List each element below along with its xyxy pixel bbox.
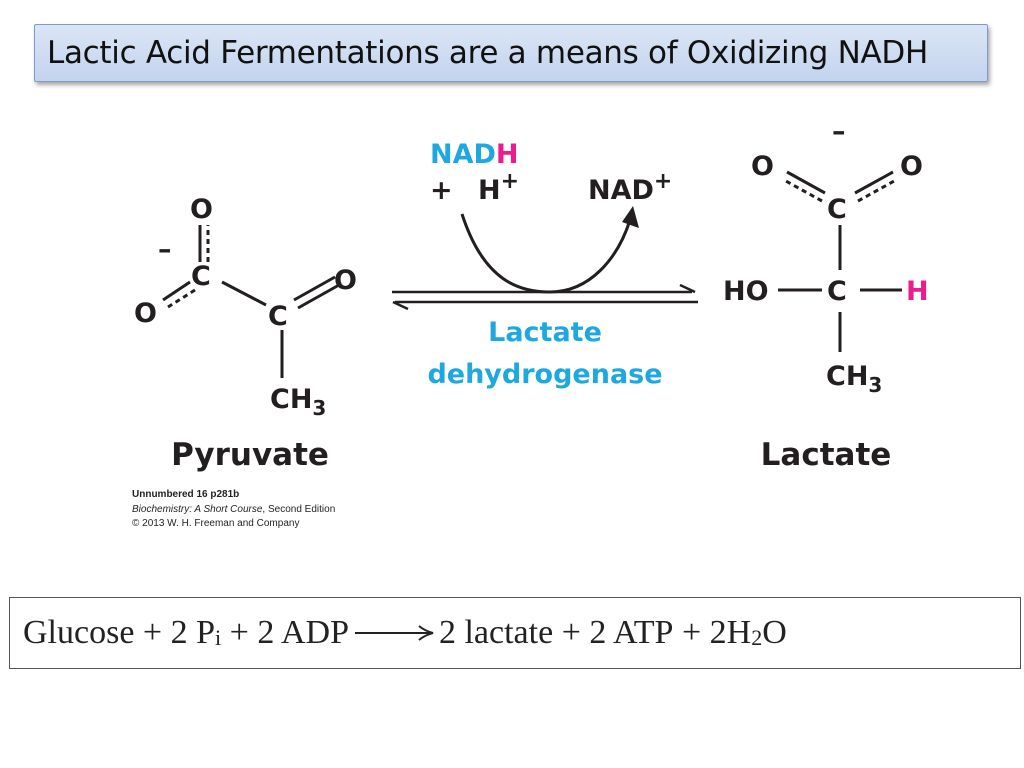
pyruvate-charge: – (158, 234, 172, 265)
lactate-center-carbon: C (827, 276, 847, 307)
slide-title-box: Lactic Acid Fermentations are a means of… (34, 24, 988, 82)
reaction-arrow-icon (354, 625, 434, 641)
eq-lactate: 2 lactate (438, 614, 554, 651)
lactate-charge: – (832, 116, 846, 147)
nad-plus-label: NAD+ (588, 169, 672, 206)
credit-line2: Biochemistry: A Short Course, Second Edi… (132, 504, 335, 515)
eq-adp: 2 ADP (257, 614, 349, 651)
slide-title: Lactic Acid Fermentations are a means of… (47, 35, 928, 71)
figure-credit: Unnumbered 16 p281b Biochemistry: A Shor… (132, 489, 335, 529)
enzyme-label-line2: dehydrogenase (427, 359, 662, 390)
pyruvate-carbonyl-carbon: C (268, 301, 288, 332)
proton-label: H+ (478, 169, 519, 206)
eq-phosphate: 2 Pi (170, 614, 222, 651)
lactate-oxygen-right: O (900, 151, 923, 182)
pyruvate-carboxyl-carbon: C (191, 261, 211, 292)
curved-arrow (460, 213, 632, 294)
enzyme-label-line1: Lactate (488, 317, 602, 348)
pyruvate-structure: – O C O C O CH3 Pyruvate (134, 194, 357, 473)
eq-water: 2H2O (709, 614, 787, 651)
curved-arrowhead-icon (622, 206, 639, 228)
eq-glucose: Glucose (23, 614, 135, 651)
pyruvate-oxygen-right: O (334, 265, 357, 296)
eq-plus: + (142, 614, 163, 651)
pyruvate-oxygen-top: O (190, 194, 213, 225)
lactate-structure: – O O C HO C H CH3 Lactate (723, 116, 929, 473)
lactate-bonds (778, 170, 902, 352)
pyruvate-oxygen-left: O (134, 298, 157, 329)
nadh-label: NADH (430, 139, 519, 170)
eq-plus: + (229, 614, 249, 651)
pyruvate-label: Pyruvate (171, 437, 329, 473)
plus-sign: + (430, 175, 453, 206)
reaction-diagram: – O C O C O CH3 Pyruvate NADH + H+ NAD+ … (132, 116, 929, 529)
eq-atp: 2 ATP (589, 614, 674, 651)
pyruvate-bonds (162, 225, 340, 378)
lactate-hydroxyl: HO (723, 276, 769, 307)
equilibrium-arrows (392, 283, 698, 311)
lactate-hydrogen: H (906, 276, 929, 307)
lactate-carboxyl-carbon: C (827, 194, 847, 225)
cofactor-group: NADH + H+ NAD+ (430, 139, 672, 294)
pyruvate-methyl: CH3 (270, 384, 326, 420)
credit-line1: Unnumbered 16 p281b (132, 489, 239, 500)
credit-line3: © 2013 W. H. Freeman and Company (132, 518, 299, 529)
eq-plus: + (561, 614, 581, 651)
eq-plus: + (681, 614, 702, 651)
lactate-methyl: CH3 (826, 361, 882, 397)
lactate-oxygen-left: O (751, 151, 774, 182)
overall-equation: Glucose + 2 Pi + 2 ADP 2 lactate + 2 ATP… (9, 597, 1021, 669)
lactate-label: Lactate (761, 437, 892, 473)
